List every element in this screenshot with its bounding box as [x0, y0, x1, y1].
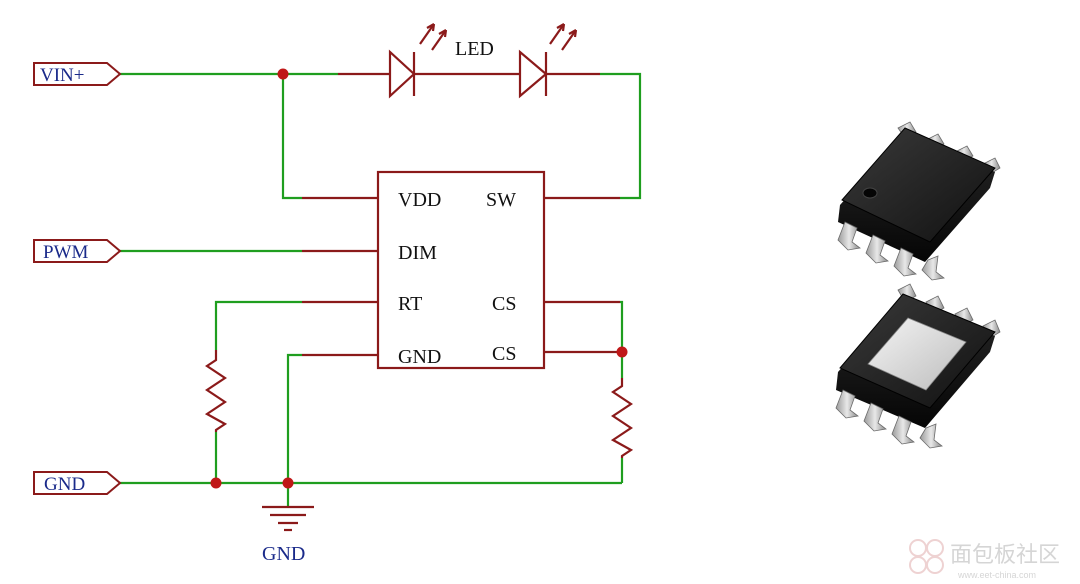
wire-rt: [214, 300, 302, 350]
resistor-rt: [204, 350, 228, 432]
wire-vin-to-vdd: [281, 74, 302, 200]
watermark: 面包板社区 www.eet-china.com: [909, 539, 1060, 580]
led-1: [388, 23, 448, 99]
port-vin: VIN+: [33, 62, 122, 86]
wire-ic-gnd: [286, 353, 302, 483]
wire-led-to-sw: [600, 72, 642, 200]
port-gnd: GND: [33, 471, 122, 495]
light-arrow-icon: [561, 29, 577, 51]
led-2: [518, 23, 578, 99]
ic-body: [376, 170, 546, 370]
led-label: LED: [455, 38, 494, 60]
watermark-logo-icon: [909, 539, 944, 574]
light-arrow-icon: [549, 23, 565, 45]
resistor-cs: [610, 378, 634, 458]
pin-gnd-label: GND: [398, 346, 441, 368]
port-gnd-label: GND: [44, 474, 85, 495]
junction-gnd-rt: [210, 477, 222, 489]
junction-gnd-ic: [282, 477, 294, 489]
pin-rt-label: RT: [398, 293, 422, 315]
pin-cs2-label: CS: [492, 343, 516, 365]
chip-top-view: [837, 121, 1001, 281]
port-pwm: PWM: [33, 239, 122, 263]
watermark-url: www.eet-china.com: [957, 570, 1036, 580]
pin1-marker-icon: [862, 187, 878, 199]
ground-icon: [262, 505, 314, 532]
light-arrow-icon: [431, 29, 447, 51]
pin-sw-label: SW: [486, 189, 516, 211]
light-arrow-icon: [419, 23, 435, 45]
junction-cs: [616, 346, 628, 358]
wires: [120, 72, 642, 506]
junction-vin: [277, 68, 289, 80]
exposed-pad: [867, 317, 967, 391]
port-vin-label: VIN+: [40, 65, 85, 86]
component-leads: [302, 72, 620, 357]
pin-cs1-label: CS: [492, 293, 516, 315]
wire-cs: [620, 300, 624, 354]
watermark-text: 面包板社区: [950, 542, 1060, 567]
pin-dim-label: DIM: [398, 242, 437, 264]
port-pwm-label: PWM: [43, 242, 89, 263]
pin-vdd-label: VDD: [398, 189, 441, 211]
junctions: [210, 68, 628, 489]
ground-label: GND: [262, 543, 305, 565]
chip-bottom-view: [835, 283, 1001, 449]
